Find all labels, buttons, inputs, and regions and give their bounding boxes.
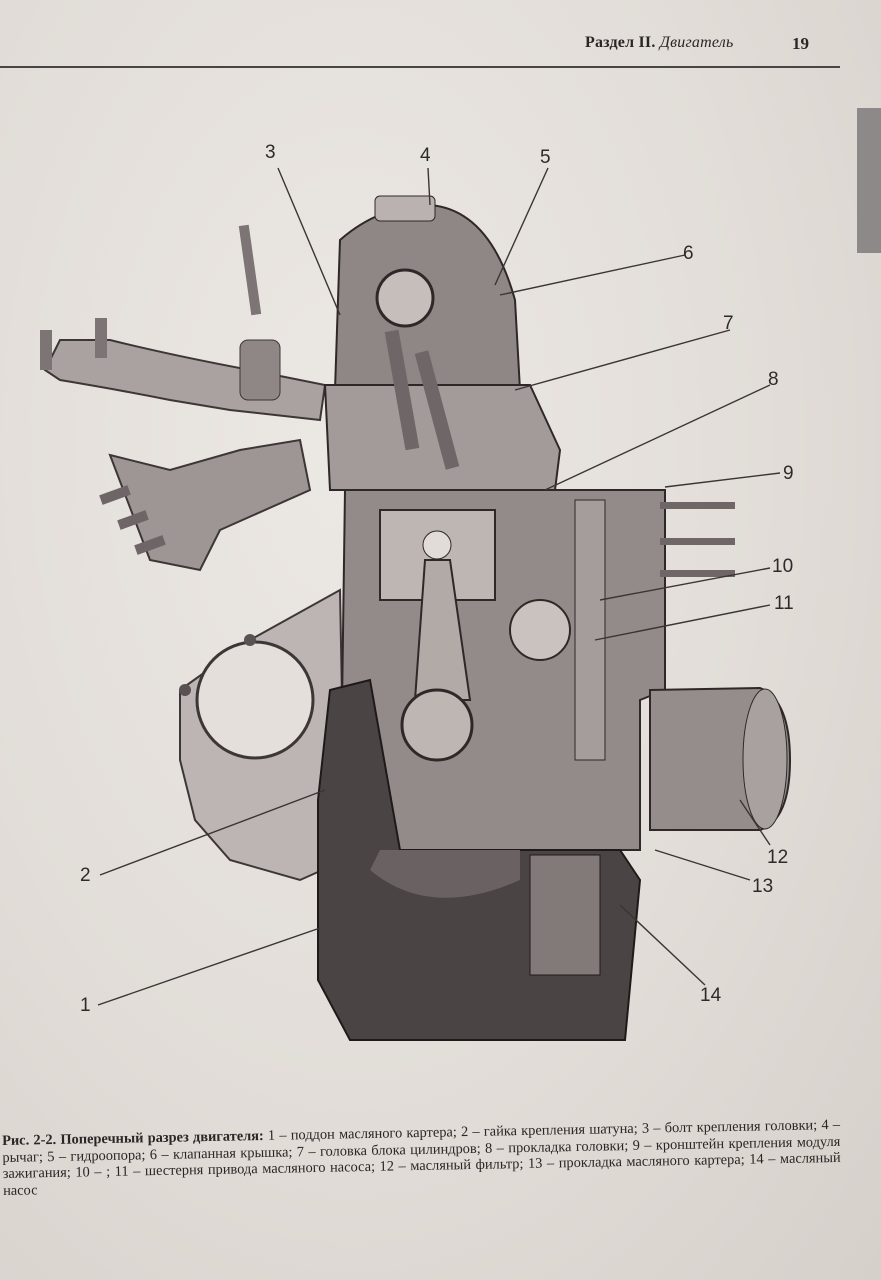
callout-10: 10 [772,556,794,577]
callout-11: 11 [774,593,794,614]
engine-cross-section-figure [40,167,792,1041]
callout-12: 12 [767,847,789,868]
section-number: Раздел II. [585,34,656,51]
intake-manifold [43,339,327,422]
oil-pump [529,854,601,976]
callout-14: 14 [700,985,722,1006]
running-head: Раздел II. Двигатель [585,34,733,52]
callout-9: 9 [783,463,794,484]
callout-7: 7 [723,313,734,334]
callout-6: 6 [683,243,694,264]
chapter-thumb-tab [857,108,881,253]
callout-13: 13 [752,876,774,897]
crankshaft-journal [400,688,474,762]
callout-5: 5 [540,147,551,168]
section-title: Двигатель [659,34,734,51]
callout-4: 4 [420,145,431,166]
camshaft [375,268,435,328]
callout-3: 3 [265,142,276,163]
flywheel-opening [195,640,315,760]
page-number: 19 [792,34,809,53]
header-rule [0,66,840,68]
oil-filler-neck [374,195,436,222]
leader-lines [97,167,781,1006]
callout-8: 8 [768,369,779,390]
connecting-rod [413,559,472,701]
callout-1: 1 [80,995,91,1016]
callout-2: 2 [80,865,91,886]
